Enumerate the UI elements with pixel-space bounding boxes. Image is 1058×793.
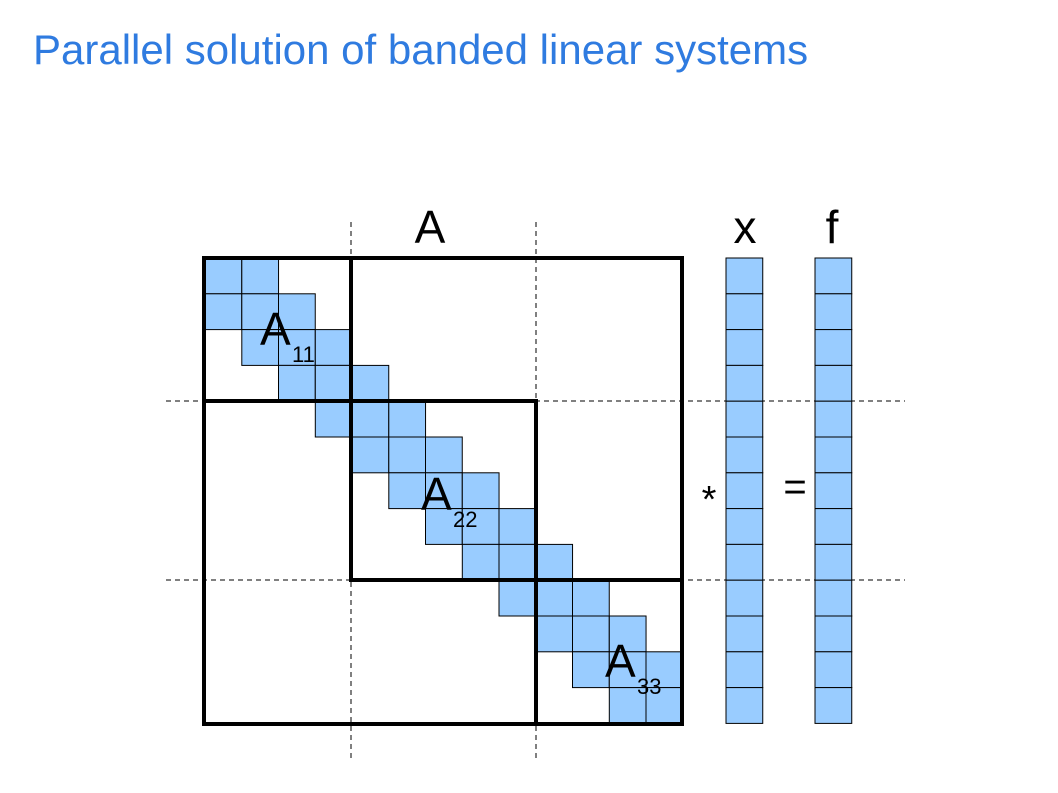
vector-x-cell [725, 472, 764, 510]
block-2-outline [349, 399, 538, 582]
vector-f-cell [814, 615, 853, 653]
band-cell [572, 615, 610, 653]
block-a11-subscript: 11 [292, 342, 315, 367]
vector-x-cell [725, 329, 764, 366]
matrix-outline [202, 256, 684, 726]
vector-f-cell [814, 400, 853, 438]
vector-f-cell [814, 293, 853, 331]
band-cell [535, 579, 574, 617]
band-cell [388, 436, 427, 474]
vector-x-cell [725, 508, 764, 545]
slide-title: Parallel solution of banded linear syste… [33, 26, 809, 73]
vector-f-cell [814, 579, 853, 617]
band-cell [572, 579, 610, 617]
band-cell [498, 543, 537, 581]
band-cell [535, 615, 574, 653]
vector-f-cell [814, 508, 853, 545]
band-cell [572, 651, 610, 689]
band-cell [461, 543, 500, 581]
block-borders [202, 256, 684, 726]
vector-x-cell [725, 615, 764, 653]
band-cell [314, 364, 353, 402]
vector-x-cell [725, 293, 764, 331]
vector-f-cell [814, 687, 853, 724]
band-cell [425, 436, 463, 474]
band-cell [608, 615, 647, 653]
band-cell [388, 400, 427, 438]
band-cell [425, 472, 463, 510]
vector-x-cell [725, 651, 764, 689]
band-cell [351, 364, 390, 402]
band-cell [388, 472, 427, 510]
band-cell [204, 293, 243, 331]
band-cell [351, 436, 390, 474]
vector-f-cell [814, 257, 853, 295]
vector-x-cell [725, 543, 764, 581]
band-cell [351, 400, 390, 438]
vector-f-cell [814, 472, 853, 510]
vector-f-label: f [826, 201, 839, 253]
block-a33-label: A [605, 635, 636, 687]
band-cell [278, 329, 316, 366]
band-cell [461, 508, 500, 545]
vector-f-cell [814, 364, 853, 402]
block-a22-subscript: 22 [453, 507, 477, 532]
band-cell [314, 400, 353, 438]
vector-f-cells [814, 257, 853, 724]
vector-x-cell [725, 687, 764, 724]
band-cell [278, 364, 316, 402]
block-a33-subscript: 33 [637, 674, 661, 699]
band-cell [498, 579, 537, 617]
block-a11-label: A [260, 303, 291, 355]
vector-x-cells [725, 257, 764, 724]
vector-f-cell [814, 329, 853, 366]
vector-f-cell [814, 436, 853, 474]
vector-f-cell [814, 651, 853, 689]
vector-x-cell [725, 436, 764, 474]
vector-x-cell [725, 364, 764, 402]
band-cell [278, 293, 316, 331]
band-cell [461, 472, 500, 510]
band-cell [241, 329, 280, 366]
block-a22-label: A [421, 468, 452, 520]
band-cell [425, 508, 463, 545]
vector-f-cell [814, 543, 853, 581]
band-cell [241, 257, 280, 295]
vector-x-cell [725, 400, 764, 438]
vector-x-cell [725, 257, 764, 295]
vector-x-cell [725, 579, 764, 617]
matrix-label: A [415, 201, 446, 253]
vector-x-label: x [734, 201, 757, 253]
equals-symbol: = [783, 465, 806, 509]
band-cell [204, 257, 243, 295]
multiply-symbol: * [702, 479, 717, 521]
band-cell [314, 329, 353, 366]
band-cell [645, 651, 684, 689]
band-cell [498, 508, 537, 545]
band-cells [204, 257, 684, 724]
band-cell [608, 687, 647, 724]
band-cell [535, 543, 574, 581]
